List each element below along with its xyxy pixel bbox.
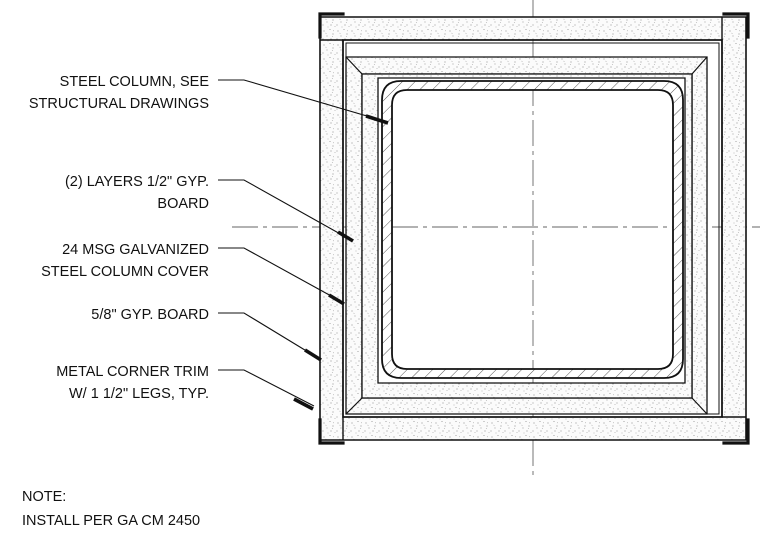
callout-gyp-board-line1: 5/8" GYP. BOARD — [91, 307, 209, 323]
callout-labels: STEEL COLUMN, SEE STRUCTURAL DRAWINGS (2… — [29, 74, 210, 402]
callout-gyp-layers-line1: (2) LAYERS 1/2" GYP. — [65, 174, 209, 190]
corner-trim-top-left — [318, 12, 345, 39]
leader-arrow-ticks — [293, 114, 389, 411]
outer-board-joints — [320, 17, 746, 440]
leader-corner-trim — [218, 369, 315, 407]
leader-column-cover — [218, 247, 343, 303]
leader-gyp-layers — [218, 179, 352, 241]
note-heading: NOTE: — [22, 489, 66, 505]
corner-trim-bottom-right — [722, 418, 750, 445]
column-cover-inner-line — [345, 42, 720, 415]
callout-column-cover-line2: STEEL COLUMN COVER — [41, 264, 209, 280]
callout-steel-column-line2: STRUCTURAL DRAWINGS — [29, 96, 209, 112]
note-text: INSTALL PER GA CM 2450 — [22, 513, 200, 529]
gyp-layer-joints — [345, 56, 708, 415]
callout-corner-trim-line2: W/ 1 1/2" LEGS, TYP. — [69, 386, 209, 402]
steel-column-cover — [342, 39, 723, 418]
callout-column-cover-line1: 24 MSG GALVANIZED — [62, 242, 209, 258]
callout-steel-column-line1: STEEL COLUMN, SEE — [60, 74, 210, 90]
leader-steel-column — [218, 79, 385, 122]
callout-gyp-layers-line2: BOARD — [157, 196, 209, 212]
gyp-layer-inner — [361, 73, 693, 399]
callout-corner-trim-line1: METAL CORNER TRIM — [56, 364, 209, 380]
metal-corner-trims — [318, 12, 750, 445]
leader-lines — [218, 79, 385, 407]
gyp-layer-outer — [345, 56, 708, 415]
leader-gyp-board — [218, 312, 319, 359]
corner-trim-bottom-left — [318, 418, 345, 445]
general-note: NOTE: INSTALL PER GA CM 2450 — [22, 489, 200, 529]
steel-column-tube — [381, 80, 684, 379]
corner-trim-top-right — [722, 12, 750, 39]
